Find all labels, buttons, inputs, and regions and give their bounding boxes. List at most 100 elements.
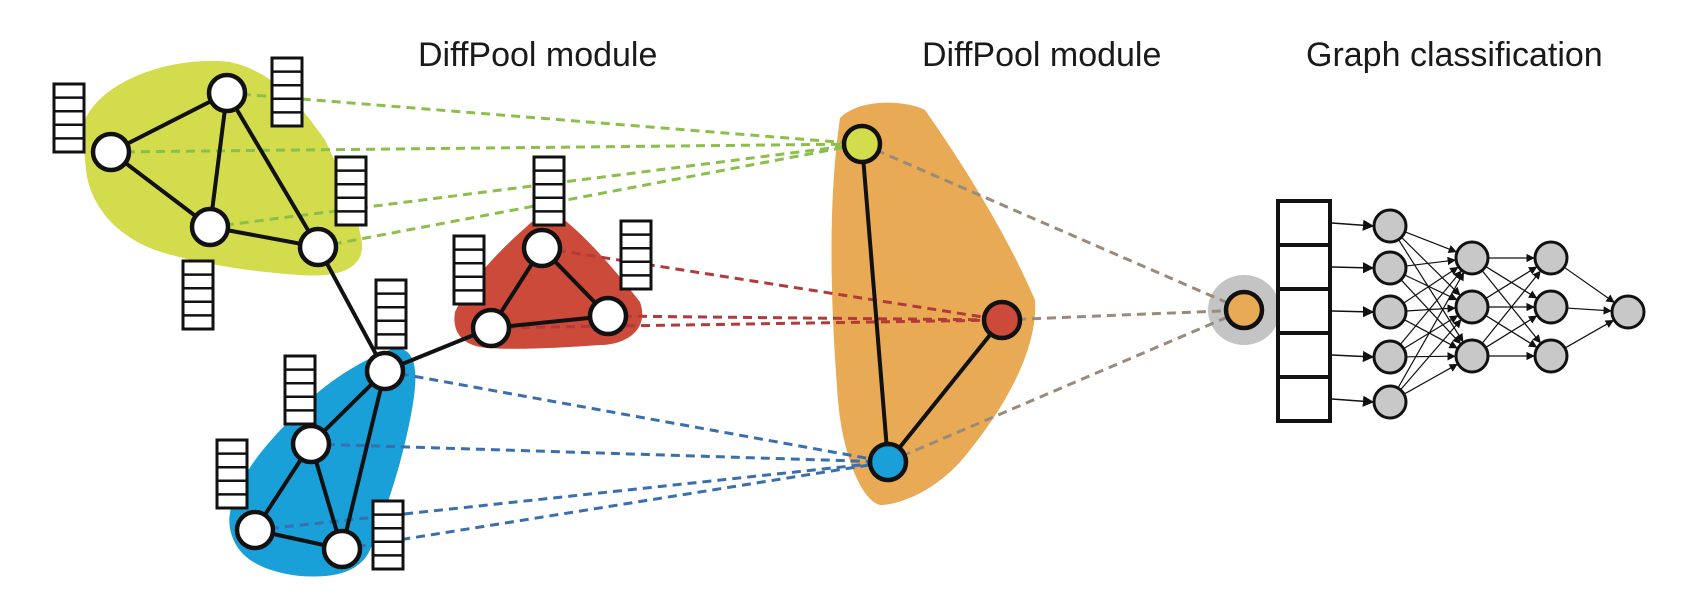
- feature-vector-frame: [619, 219, 653, 291]
- mlp-connection: [1403, 319, 1458, 349]
- graph-node-icon: [297, 226, 339, 268]
- neuron-icon: [1372, 384, 1408, 420]
- feature-vector-frame: [283, 354, 317, 426]
- diffpool-module-title-1: DiffPool module: [418, 36, 658, 74]
- neuron-icon: [1454, 289, 1490, 325]
- mlp-connection: [1481, 270, 1541, 344]
- neuron-icon: [1372, 250, 1408, 286]
- cluster-node-icon: [1223, 289, 1265, 331]
- mlp-connection: [1404, 274, 1458, 301]
- graph-edge-ab: [110, 91, 228, 154]
- feature-vector-frame: [215, 438, 249, 510]
- graph-node-icon: [470, 307, 512, 349]
- neuron-icon: [1533, 289, 1569, 325]
- mlp-connection: [1563, 266, 1615, 303]
- pooled-edge-1-3: [860, 143, 890, 463]
- cluster-node-icon: [867, 441, 909, 483]
- blue-assign-line-2: [254, 460, 889, 532]
- input-arrow: [1331, 350, 1375, 363]
- feature-vector-icon: [374, 278, 408, 350]
- feature-vector-frame: [52, 82, 86, 154]
- mlp-connection: [1485, 315, 1538, 349]
- mlp-connection: [1564, 319, 1614, 349]
- pool-assign-line-2: [887, 308, 1245, 464]
- feature-vector-frame: [452, 234, 486, 306]
- feature-vector-icon: [371, 499, 405, 571]
- graph-edge-dh: [316, 246, 387, 372]
- feature-vector-icon: [52, 82, 86, 154]
- red-assign-line-0: [541, 246, 1003, 322]
- cluster-node-icon: [841, 123, 883, 165]
- feature-vector-icon: [283, 354, 317, 426]
- feature-vector-frame: [371, 499, 405, 571]
- graph-node-icon: [521, 227, 563, 269]
- neuron-icon: [1372, 339, 1408, 375]
- feature-vector-icon: [532, 155, 566, 227]
- graph-node-icon: [234, 509, 276, 551]
- mlp-connection: [1405, 256, 1456, 267]
- neuron-icon: [1454, 338, 1490, 374]
- graph-node-icon: [290, 423, 332, 465]
- graph-classification-title: Graph classification: [1306, 36, 1603, 74]
- blue-cluster-region: [229, 348, 416, 577]
- graph-edge-ad: [225, 91, 320, 249]
- feature-vector-icon: [270, 56, 304, 128]
- input-arrow: [1331, 306, 1375, 318]
- green-assign-line-0: [226, 91, 863, 146]
- mlp-connection: [1397, 272, 1465, 389]
- feature-vector-icon: [181, 259, 215, 331]
- mlp-connection: [1398, 239, 1464, 343]
- graph-node-icon: [321, 528, 363, 570]
- mlp-connection: [1403, 266, 1459, 304]
- pool-assign-line-1: [1001, 308, 1245, 322]
- mlp-connection: [1404, 231, 1457, 253]
- graph-edge-bc: [109, 150, 212, 229]
- neuron-icon: [1533, 338, 1569, 374]
- feature-vector-frame: [532, 155, 566, 227]
- feature-vector-frame: [270, 56, 304, 128]
- mlp-connection: [1403, 315, 1459, 350]
- feature-vector-icon: [334, 155, 368, 227]
- blue-assign-line-3: [341, 460, 889, 551]
- mlp-connection: [1405, 352, 1456, 361]
- neuron-icon: [1454, 240, 1490, 276]
- graph-node-icon: [587, 295, 629, 337]
- green-assign-line-1: [110, 142, 863, 154]
- graph-edge-hk: [340, 370, 387, 550]
- blue-assign-line-1: [310, 442, 889, 464]
- blue-assign-line-0: [384, 369, 889, 464]
- neuron-icon: [1372, 208, 1408, 244]
- graph-embedding-vector: [1276, 199, 1332, 423]
- graph-node-icon: [90, 131, 132, 173]
- mlp-connection: [1400, 319, 1462, 391]
- mlp-connection: [1400, 236, 1461, 296]
- graph-node-icon: [364, 350, 406, 392]
- mlp-connection: [1485, 266, 1538, 300]
- feature-vector-frame: [334, 155, 368, 227]
- red-assign-line-2: [607, 314, 1003, 322]
- graph-node-icon: [206, 72, 248, 114]
- mlp-connection: [1399, 270, 1462, 346]
- feature-vector-icon: [452, 234, 486, 306]
- input-arrow: [1331, 395, 1375, 407]
- neuron-icon: [1533, 240, 1569, 276]
- diffpool-module-title-2: DiffPool module: [922, 36, 1162, 74]
- feature-vector-frame: [374, 278, 408, 350]
- graph-edge-ac: [208, 92, 229, 228]
- mlp-connection: [1405, 304, 1456, 313]
- input-arrow: [1331, 219, 1375, 231]
- mlp-connection: [1566, 306, 1612, 315]
- red-assign-line-1: [490, 318, 1003, 330]
- pooled-edge-2-3: [886, 318, 1004, 464]
- pool-assign-line-0: [861, 142, 1245, 312]
- mlp-connection: [1403, 363, 1458, 395]
- green-assign-line-2: [209, 142, 863, 229]
- neuron-icon: [1610, 294, 1646, 330]
- input-arrow: [1331, 262, 1375, 274]
- graph-node-icon: [189, 206, 231, 248]
- cluster-node-icon: [981, 299, 1023, 341]
- mlp-connection: [1400, 279, 1461, 345]
- feature-vector-icon: [619, 219, 653, 291]
- feature-vector-icon: [215, 438, 249, 510]
